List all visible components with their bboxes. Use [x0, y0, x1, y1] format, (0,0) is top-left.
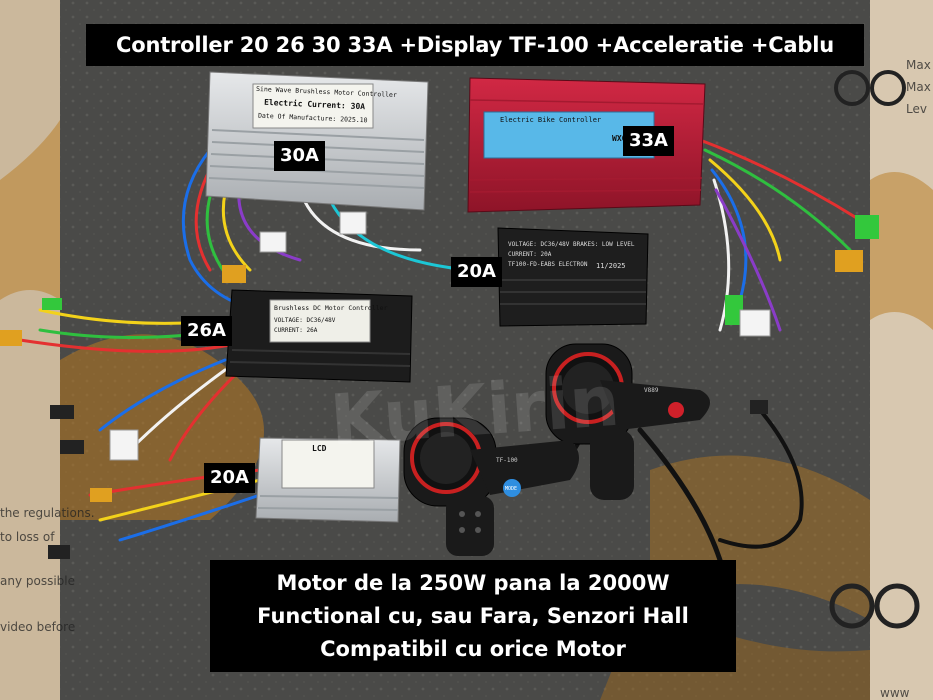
- amperage-label-33a: 33A: [623, 126, 674, 156]
- display-back-label: V889: [644, 387, 659, 394]
- ce-mark-bottom: [829, 583, 920, 629]
- amperage-label-20a-middle: 20A: [451, 257, 502, 287]
- amperage-label-26a: 26A: [181, 316, 232, 346]
- plate-black-small-date: 11/2025: [596, 262, 626, 270]
- plate-silver-bottom-line1: LCD: [312, 444, 327, 453]
- plate-26a-line3: CURRENT: 26A: [274, 327, 318, 334]
- plate-26a-line2: VOLTAGE: DC36/48V: [274, 317, 336, 324]
- features-banner: Motor de la 250W pana la 2000W Functiona…: [210, 560, 736, 672]
- display-throttle-back: [545, 343, 710, 500]
- box-text-max-2: Max: [906, 80, 931, 94]
- display-front-label: TF-100: [496, 457, 518, 464]
- amperage-label-20a-bottom: 20A: [204, 463, 255, 493]
- plate-red-line1: Electric Bike Controller: [500, 116, 602, 124]
- features-line-compat: Compatibil cu orice Motor: [320, 636, 626, 661]
- title-banner: Controller 20 26 30 33A +Display TF-100 …: [86, 24, 864, 66]
- ce-mark-top: [834, 70, 906, 106]
- plate-26a-line1: Brushless DC Motor Controller: [274, 304, 388, 312]
- controller-26a-black: [225, 289, 413, 383]
- controller-20a-black: [497, 227, 649, 327]
- display-front-button-label: MODE: [505, 486, 518, 492]
- plate-black-small-line2: CURRENT: 20A: [508, 251, 552, 258]
- box-text-lev: Lev: [906, 102, 927, 116]
- box-text-regulations: the regulations.: [0, 506, 95, 520]
- box-text-www: www: [880, 686, 910, 700]
- display-tf100-front: [403, 417, 579, 556]
- box-text-video: video before: [0, 620, 76, 634]
- box-text-possible: any possible: [0, 574, 76, 588]
- amperage-label-30a: 30A: [274, 141, 325, 171]
- controller-20a-silver: [255, 437, 401, 523]
- features-line-hall: Functional cu, sau Fara, Senzori Hall: [257, 603, 689, 628]
- plate-black-small-line3: TF100-FD-EABS ELECTRON: [508, 261, 588, 268]
- plate-black-small-line1: VOLTAGE: DC36/48V BRAKES: LOW LEVEL: [508, 241, 635, 248]
- box-text-loss: to loss of: [0, 530, 55, 544]
- box-text-max-1: Max: [906, 58, 931, 72]
- plate-red-brand: WXGN: [612, 134, 632, 143]
- watermark-text: KuKirin: [328, 360, 622, 462]
- features-line-power: Motor de la 250W pana la 2000W: [276, 570, 670, 595]
